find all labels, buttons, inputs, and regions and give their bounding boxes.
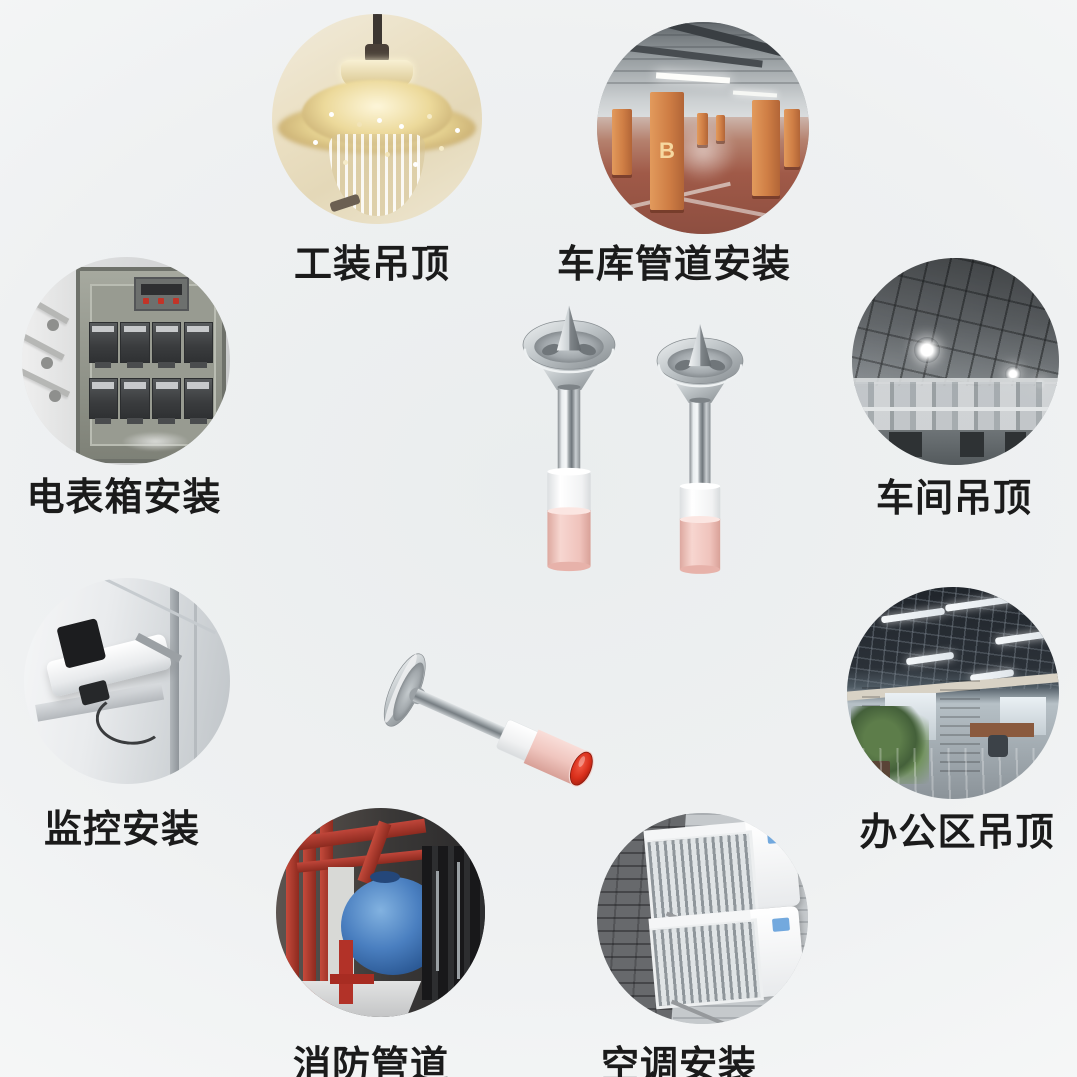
ac-grille xyxy=(644,829,760,921)
workshop-rack-rail xyxy=(852,407,1059,412)
ac-brand-logo xyxy=(771,917,790,932)
contactor xyxy=(88,378,118,425)
meter-indicator xyxy=(142,298,149,305)
workshop-light xyxy=(914,336,941,363)
office-desk xyxy=(969,722,1034,737)
contactor xyxy=(120,321,150,369)
workshop-light xyxy=(1005,365,1022,382)
scene-label-chandelier: 工装吊顶 xyxy=(293,244,451,286)
office-chair xyxy=(988,735,1009,758)
contactor xyxy=(183,321,213,369)
fire-room-floor xyxy=(285,981,422,1017)
machinery-glint xyxy=(456,862,460,980)
ac-outdoor-unit xyxy=(643,817,802,941)
workshop-machine xyxy=(889,431,923,457)
workshop-beam xyxy=(852,378,1059,385)
scene-label-workshop: 车间吊顶 xyxy=(875,478,1033,520)
contactor xyxy=(151,378,182,425)
workshop-truss-grid xyxy=(852,258,1059,387)
fire-valve xyxy=(330,973,375,984)
ac-grille xyxy=(648,918,764,1010)
scene-label-garage: 车库管道安装 xyxy=(556,244,792,286)
contactor-row xyxy=(88,321,213,369)
chandelier-rod xyxy=(373,14,382,50)
ceiling-nail-tilted xyxy=(357,635,623,821)
contactor-row xyxy=(88,378,213,425)
ac-outdoor-unit xyxy=(648,905,806,1024)
meter-box-photo xyxy=(22,257,230,465)
garage-column xyxy=(783,108,800,167)
contactor xyxy=(183,378,213,425)
workshop-ceiling-photo xyxy=(852,258,1059,465)
meter-fitting xyxy=(40,356,53,369)
garage-column-b: B xyxy=(650,91,684,210)
meter-display xyxy=(140,284,182,296)
cctv-camera xyxy=(24,611,192,756)
ac-brand-logo xyxy=(766,828,785,844)
scene-label-cctv: 监控安装 xyxy=(43,809,201,851)
scene-label-office: 办公区吊顶 xyxy=(859,812,1055,854)
meter-indicator xyxy=(173,298,180,305)
fire-pipe-vertical xyxy=(286,808,300,1017)
office-ceiling-photo xyxy=(847,587,1059,799)
contactor xyxy=(151,321,182,369)
workshop-racks xyxy=(852,382,1059,432)
cctv-cable xyxy=(94,693,168,748)
meter-fitting xyxy=(46,319,59,332)
cctv-camera-photo xyxy=(24,578,230,784)
ceiling-nail-upright-right xyxy=(656,323,744,574)
chandelier-sparkles xyxy=(377,118,382,123)
workshop-machine xyxy=(959,431,985,457)
wall-panel-line xyxy=(194,578,198,784)
contactor xyxy=(120,378,150,425)
ceiling-nail-upright-left xyxy=(522,305,616,572)
meter-wall xyxy=(22,257,85,465)
garage-photo: B xyxy=(597,22,809,234)
meter-indicator xyxy=(158,298,165,305)
scene-label-fire-pipes: 消防管道 xyxy=(292,1045,450,1077)
chandelier-canopy xyxy=(365,44,389,62)
meter-cabinet xyxy=(76,267,226,463)
office-plant-pot xyxy=(863,760,890,779)
wall-panel-line xyxy=(169,578,179,784)
machinery-glint xyxy=(436,870,440,971)
scene-label-meter-box: 电表箱安装 xyxy=(26,477,222,519)
ceiling-nail-tilted-art xyxy=(383,653,594,787)
chandelier-photo xyxy=(272,14,482,224)
garage-column-letter: B xyxy=(659,137,675,163)
fire-valve-riser xyxy=(338,940,353,1005)
ac-units-photo xyxy=(597,813,808,1024)
meter-main-breaker xyxy=(133,277,189,311)
fire-machinery xyxy=(422,845,485,1001)
fire-pipes-photo xyxy=(276,808,485,1017)
garage-column xyxy=(751,100,780,197)
garage-column xyxy=(715,115,725,142)
tank-hatch xyxy=(370,870,401,883)
workshop-floor xyxy=(852,429,1059,465)
workshop-machine xyxy=(1005,431,1026,457)
contactor xyxy=(88,321,118,369)
garage-column xyxy=(696,113,708,146)
scene-label-ac: 空调安装 xyxy=(600,1045,758,1077)
meter-wires xyxy=(122,432,188,452)
meter-fitting xyxy=(49,390,62,403)
garage-column xyxy=(611,108,632,175)
office-floor xyxy=(847,748,1059,799)
